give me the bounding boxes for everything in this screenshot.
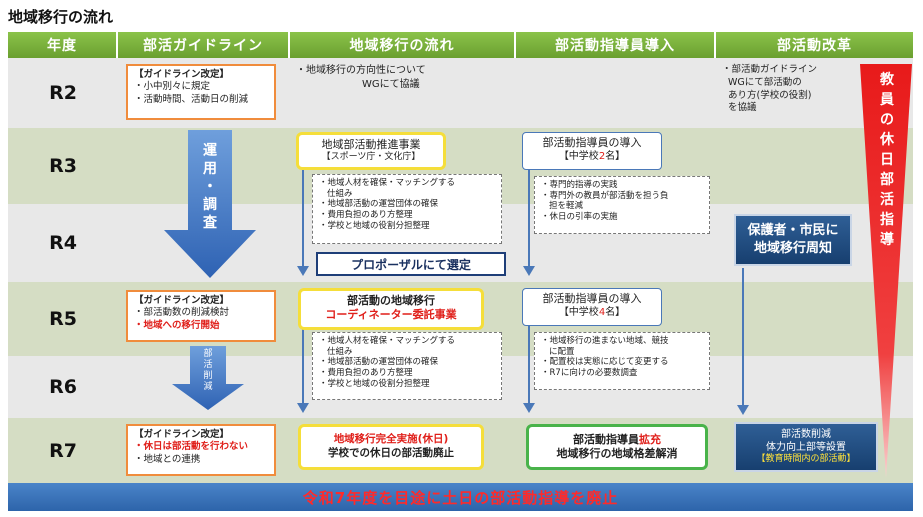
guideline-r2-line: ・小中別々に規定 <box>134 81 211 93</box>
flow-box-r3: 地域部活動推進事業 【スポーツ庁・文化庁】 <box>296 132 446 170</box>
guideline-r2-head: 【ガイドライン改定】 <box>134 69 230 80</box>
arrow-label-operation: 運 用 ・ 調 査 <box>203 143 217 231</box>
arrow-head-icon <box>523 403 535 413</box>
guideline-box-r2: 【ガイドライン改定】 ・小中別々に規定 ・活動時間、活動日の削減 <box>126 64 276 120</box>
arrow-head-icon <box>297 266 309 276</box>
instructor-r3-title: 部活動指導員の導入 <box>542 136 642 149</box>
guideline-r7-line-red: ・休日は部活動を行わない <box>134 441 249 453</box>
reform-box-r4: 保護者・市民に 地域移行周知 <box>734 214 852 266</box>
instructor-list-r5: ・地域移行の進まない地域、競技 に配置 ・配置校は実態に応じて変更する ・R7に… <box>534 332 710 390</box>
instructor-box-r7: 部活動指導員拡充 地域移行の地域格差解消 <box>526 424 708 470</box>
guideline-box-r5: 【ガイドライン改定】 ・部活動数の削減検討 ・地域への移行開始 <box>126 290 276 342</box>
arrow-head-icon <box>523 266 535 276</box>
header-instructor: 部活動指導員導入 <box>516 32 716 58</box>
arrow-label-reduction: 部 活 削 減 <box>203 349 213 392</box>
guideline-r5-line: ・部活動数の削減検討 <box>134 307 230 319</box>
guideline-r5-head: 【ガイドライン改定】 <box>134 295 230 306</box>
flow-box-r7: 地域移行完全実施(休日) 学校での休日の部活動廃止 <box>298 424 484 470</box>
instructor-r7-title: 部活動指導員拡充 <box>573 433 661 446</box>
instructor-box-r3: 部活動指導員の導入 【中学校2名】 <box>522 132 662 170</box>
year-label: R5 <box>49 308 77 330</box>
flow-r3-sub: 【スポーツ庁・文化庁】 <box>321 152 421 163</box>
flow-line <box>528 326 530 406</box>
flow-r5-title: 部活動の地域移行 <box>347 294 435 307</box>
instructor-r5-title: 部活動指導員の導入 <box>542 292 642 305</box>
page-title: 地域移行の流れ <box>8 8 114 26</box>
flow-list-r5: ・地域人材を確保・マッチングする 仕組み ・地域部活動の運営団体の確保 ・費用負… <box>312 332 502 400</box>
guideline-r7-head: 【ガイドライン改定】 <box>134 429 230 440</box>
header-year: 年度 <box>8 32 118 58</box>
instructor-r7-sub: 地域移行の地域格差解消 <box>556 447 678 461</box>
header-guideline: 部活ガイドライン <box>118 32 290 58</box>
flow-line <box>302 326 304 406</box>
header-flow: 地域移行の流れ <box>290 32 516 58</box>
flow-r3-title: 地域部活動推進事業 <box>321 138 421 151</box>
triangle-label: 教 員 の 休 日 部 活 指 導 <box>880 72 894 248</box>
proposal-box: プロポーザルにて選定 <box>316 252 506 276</box>
instructor-r3-sub: 【中学校2名】 <box>558 151 626 163</box>
year-label: R2 <box>49 82 77 104</box>
guideline-r7-line: ・地域との連携 <box>134 453 201 465</box>
down-arrow-icon <box>164 130 256 278</box>
footer-banner: 令和7年度を目途に土日の部活動指導を廃止 <box>8 483 913 511</box>
flow-r5-sub: コーディネーター委託事業 <box>325 308 457 322</box>
flow-r7-sub: 学校での休日の部活動廃止 <box>328 446 454 459</box>
flow-box-r5: 部活動の地域移行 コーディネーター委託事業 <box>298 288 484 330</box>
year-label: R3 <box>49 155 77 177</box>
flow-r7-title: 地域移行完全実施(休日) <box>333 433 449 445</box>
arrow-head-icon <box>297 403 309 413</box>
red-triangle-arrow <box>860 64 912 478</box>
arrow-head-icon <box>737 405 749 415</box>
reform-r2-text: ・部活動ガイドライン WGにて部活動の あり方(学校の役割) を協議 <box>722 64 818 114</box>
flow-line <box>742 268 744 408</box>
flow-r2-text: ・地域移行の方向性について WGにて協議 <box>296 65 426 90</box>
flow-line <box>302 162 304 270</box>
year-label: R7 <box>49 439 77 462</box>
instructor-r5-sub: 【中学校4名】 <box>558 307 626 319</box>
guideline-r5-line-red: ・地域への移行開始 <box>134 319 220 331</box>
year-label: R6 <box>49 376 77 398</box>
header-reform: 部活動改革 <box>716 32 913 58</box>
flow-list-r3: ・地域人材を確保・マッチングする 仕組み ・地域部活動の運営団体の確保 ・費用負… <box>312 174 502 244</box>
guideline-box-r7: 【ガイドライン改定】 ・休日は部活動を行わない ・地域との連携 <box>126 424 276 476</box>
reform-box-r7: 部活数削減 体力向上部等設置 【教育時間内の部活動】 <box>734 422 878 472</box>
instructor-box-r5: 部活動指導員の導入 【中学校4名】 <box>522 288 662 326</box>
year-label: R4 <box>49 232 77 254</box>
down-arrow-icon <box>172 346 244 410</box>
guideline-r2-line: ・活動時間、活動日の削減 <box>134 93 249 105</box>
instructor-list-r3: ・専門的指導の実践 ・専門外の教員が部活動を担う負 担を軽減 ・休日の引率の実施 <box>534 176 710 234</box>
flow-line <box>528 162 530 270</box>
